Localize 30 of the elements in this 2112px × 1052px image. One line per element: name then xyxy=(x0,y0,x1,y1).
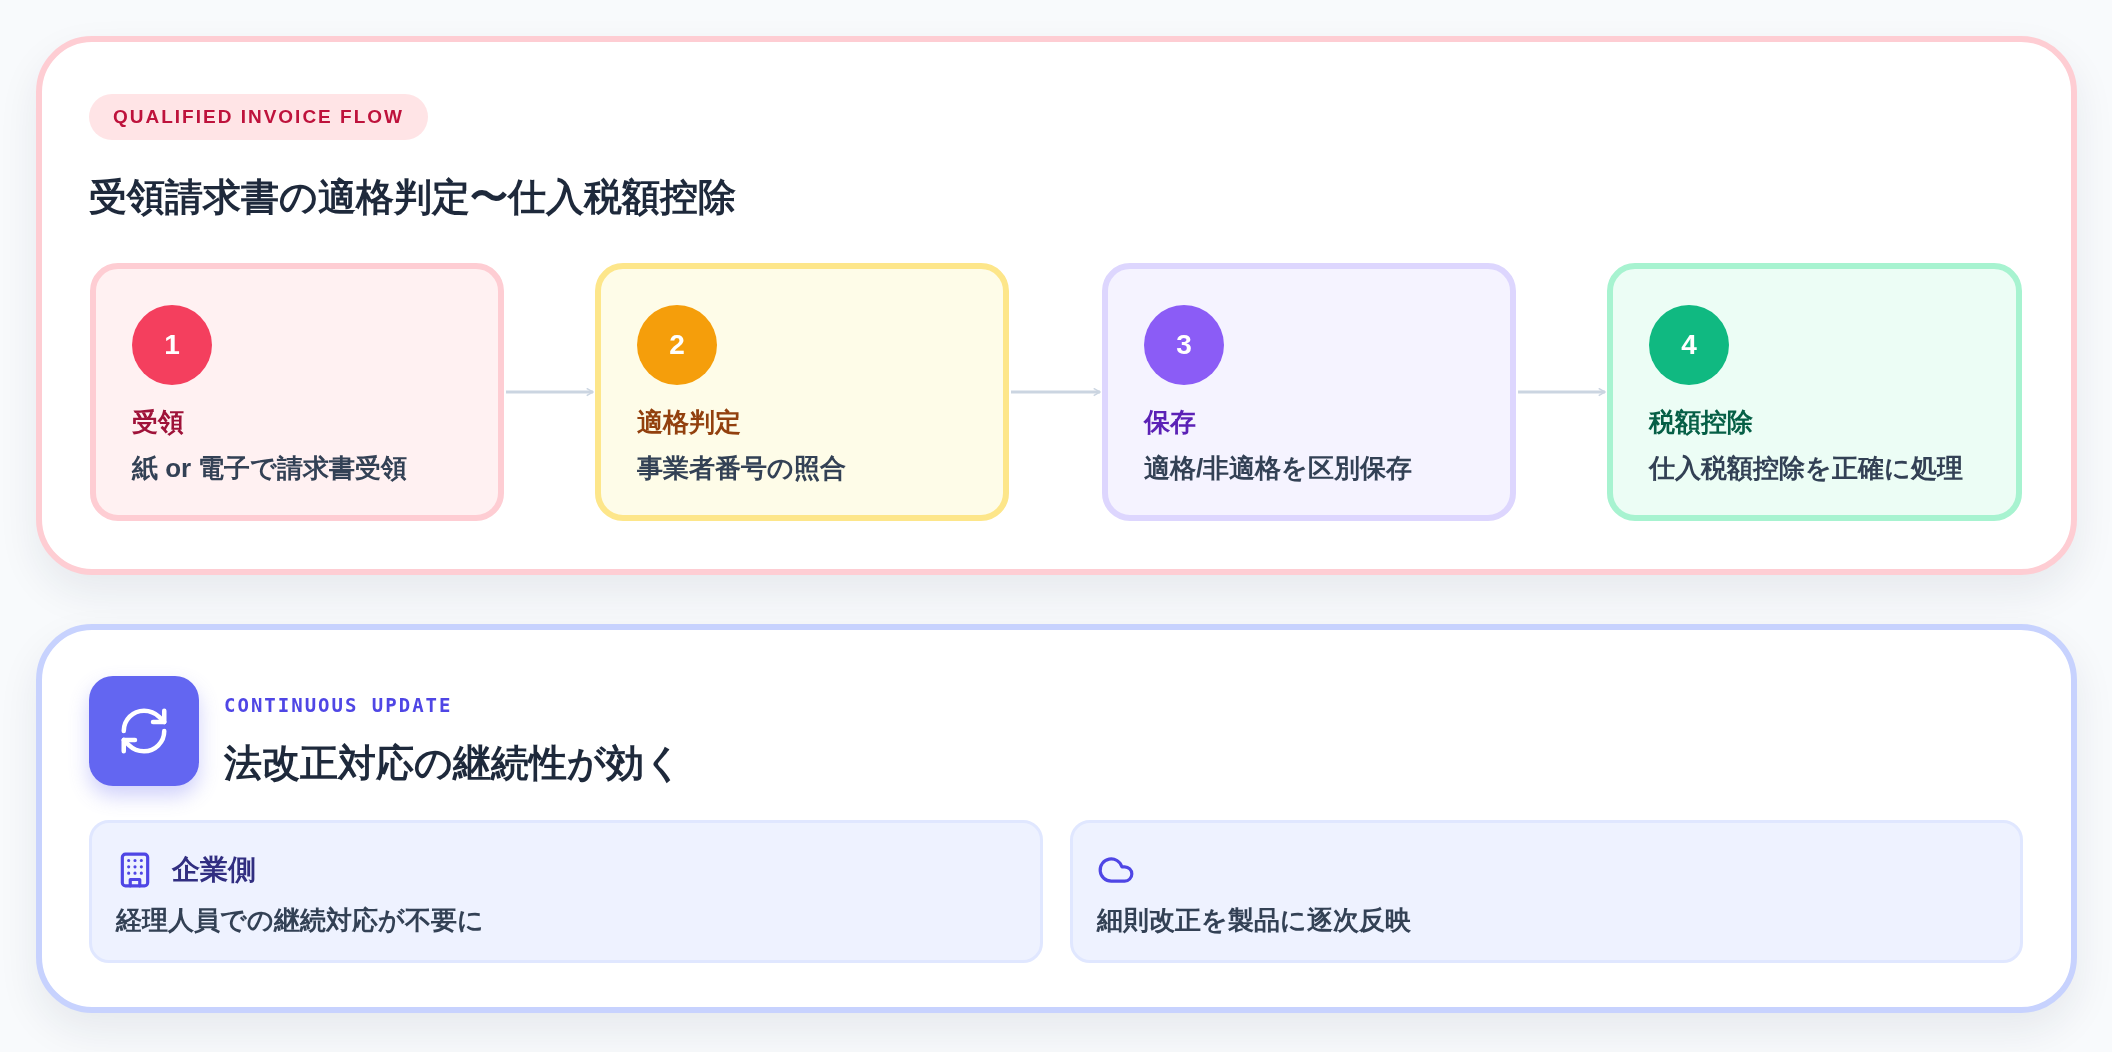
card-description: 経理人員での継続対応が不要に xyxy=(116,904,484,937)
info-card xyxy=(89,820,1043,963)
step-description: 仕入税額控除を正確に処理 xyxy=(1649,452,1963,485)
step-description: 紙 or 電子で請求書受領 xyxy=(132,452,408,485)
number-badge: 2 xyxy=(637,305,717,385)
panel-card xyxy=(36,624,2077,1013)
step-description: 適格/非適格を区別保存 xyxy=(1144,452,1413,485)
arrow xyxy=(1011,387,1101,397)
step-title: 税額控除 xyxy=(1649,406,1753,439)
panel-card xyxy=(36,36,2077,575)
heading: 受領請求書の適格判定〜仕入税額控除 xyxy=(89,175,736,220)
step-title: 保存 xyxy=(1144,406,1196,439)
step-card xyxy=(595,263,1009,521)
step-description: 事業者番号の照合 xyxy=(637,452,846,485)
step-card xyxy=(1102,263,1516,521)
info-card xyxy=(1070,820,2023,963)
card-description: 細則改正を製品に逐次反映 xyxy=(1097,904,1411,937)
step-card xyxy=(1607,263,2022,521)
step-card xyxy=(90,263,504,521)
tag-pill: QUALIFIED INVOICE FLOW xyxy=(89,94,428,140)
step-title: 受領 xyxy=(132,406,184,439)
tag-label: CONTINUOUS UPDATE xyxy=(224,694,453,716)
arrow xyxy=(506,387,594,397)
number-badge: 4 xyxy=(1649,305,1729,385)
card-title: 企業側 xyxy=(172,853,256,887)
number-badge: 3 xyxy=(1144,305,1224,385)
step-title: 適格判定 xyxy=(637,406,741,439)
arrow xyxy=(1518,387,1606,397)
heading: 法改正対応の継続性が効く xyxy=(224,741,683,786)
number-badge: 1 xyxy=(132,305,212,385)
